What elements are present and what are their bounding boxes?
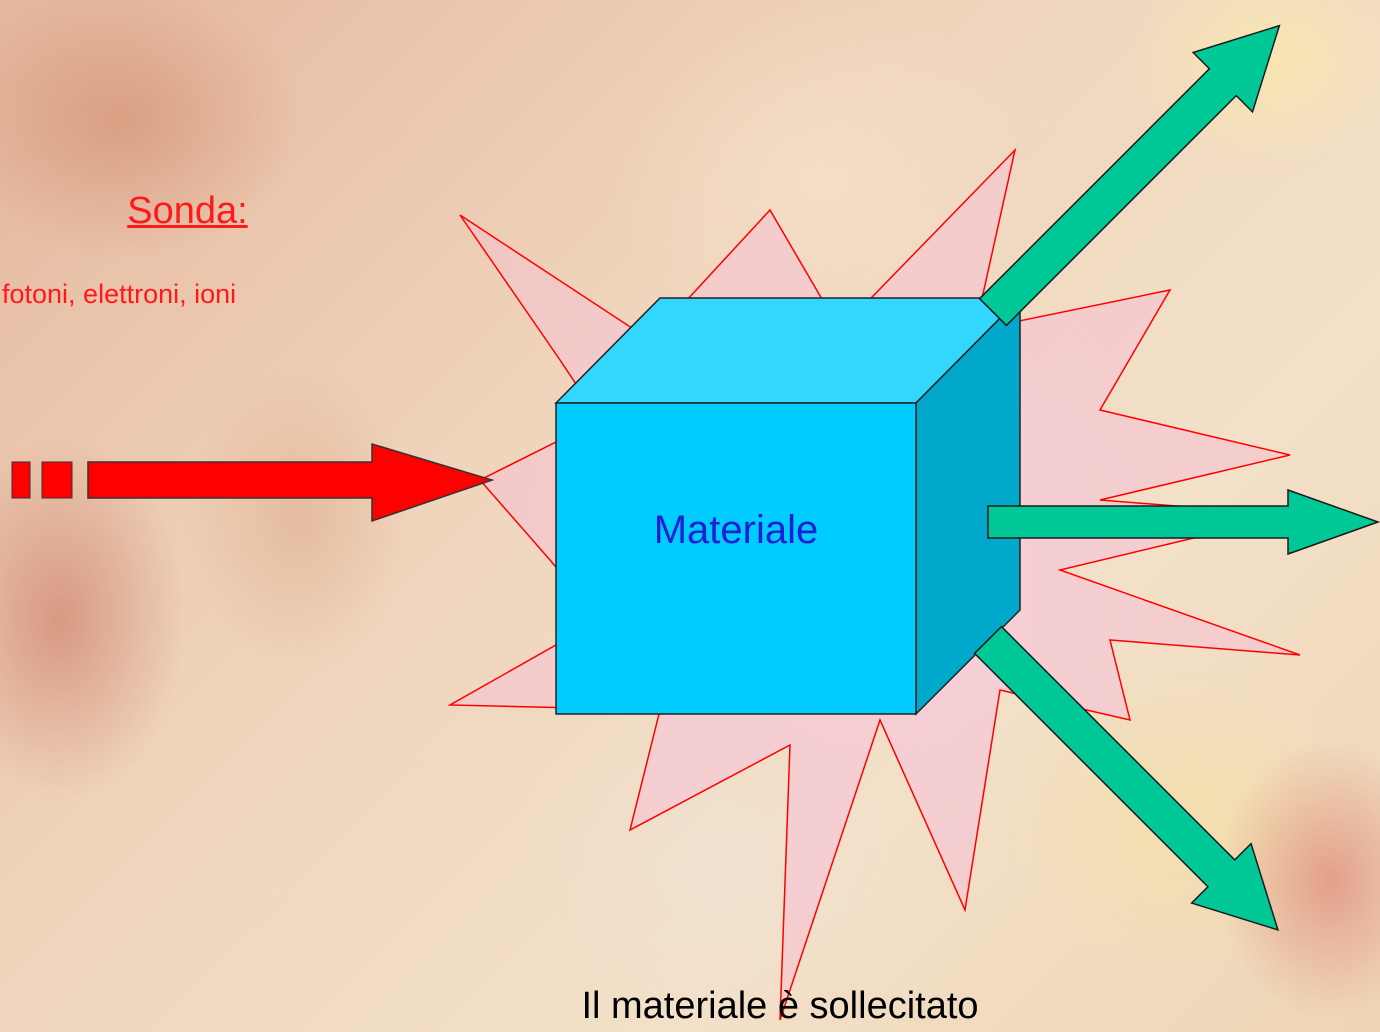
emitted-arrow-lower-right-icon xyxy=(973,625,1280,932)
material-cube-icon xyxy=(554,296,1022,716)
probe-title: Sonda: xyxy=(127,190,248,232)
probe-subtitle: fotoni, elettroni, ioni xyxy=(2,279,237,309)
probe-arrow-body xyxy=(87,442,495,523)
probe-arrow-dash xyxy=(11,461,31,499)
incoming-probe-arrow-icon xyxy=(11,442,495,523)
caption: Il materiale è sollecitato xyxy=(581,985,979,1027)
material-label: Materiale xyxy=(653,508,819,552)
cube-front-face xyxy=(555,402,917,715)
probe-arrow-dash xyxy=(41,461,73,499)
emitted-arrow-upper-right-icon xyxy=(978,24,1281,327)
emitted-arrow-right-icon xyxy=(987,488,1380,556)
